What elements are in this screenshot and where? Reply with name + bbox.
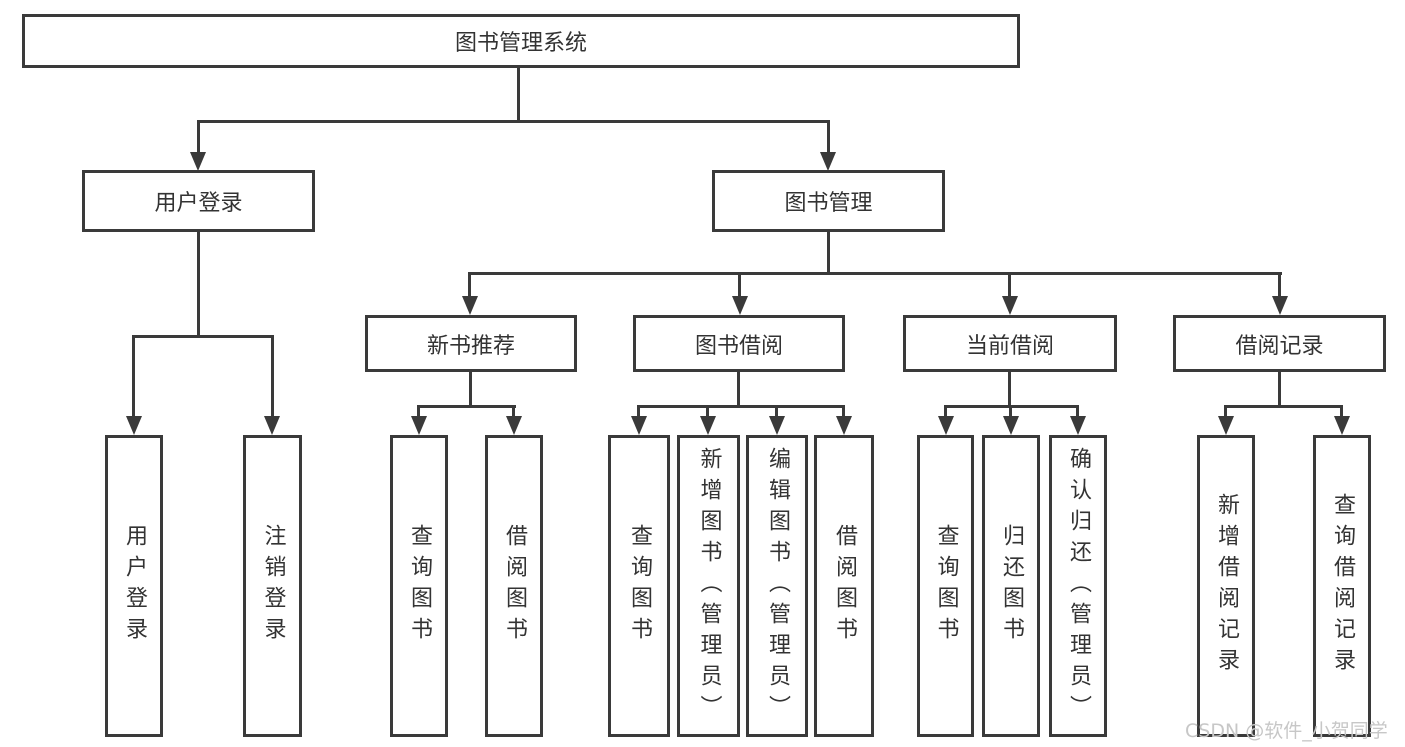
connector-line <box>197 120 200 154</box>
leaf-query-books-3: 查询图书 <box>917 435 974 737</box>
connector-line <box>1076 405 1079 418</box>
connector-line <box>738 272 741 298</box>
leaf-add-books-admin: 新增图书（管理员） <box>677 435 740 737</box>
leaf-borrow-books-1: 借阅图书 <box>485 435 543 737</box>
leaf-query-books-2: 查询图书 <box>608 435 670 737</box>
arrow-down-icon <box>462 296 478 315</box>
leaf-borrow-books-2-label: 借阅图书 <box>832 524 857 648</box>
leaf-user-login: 用户登录 <box>105 435 163 737</box>
leaf-query-books-1-label: 查询图书 <box>407 524 432 648</box>
connector-line <box>827 232 830 275</box>
arrow-down-icon <box>126 416 142 435</box>
leaf-return-books: 归还图书 <box>982 435 1040 737</box>
node-new-book-recommend-label: 新书推荐 <box>426 333 515 359</box>
connector-line <box>197 232 200 338</box>
leaf-add-books-admin-label: 新增图书（管理员） <box>696 446 722 726</box>
leaf-query-borrow-record-label: 查询借阅记录 <box>1330 493 1355 679</box>
arrow-down-icon <box>1334 416 1350 435</box>
connector-line <box>132 335 274 338</box>
arrow-down-icon <box>1272 296 1288 315</box>
arrow-down-icon <box>506 416 522 435</box>
arrow-down-icon <box>190 152 206 171</box>
connector-line <box>737 372 740 408</box>
arrow-down-icon <box>631 416 647 435</box>
node-borrow-records-label: 借阅记录 <box>1235 333 1324 359</box>
leaf-logout: 注销登录 <box>243 435 302 737</box>
connector-line <box>1008 272 1011 298</box>
connector-line <box>1008 372 1011 408</box>
leaf-query-books-3-label: 查询图书 <box>933 524 959 648</box>
connector-line <box>1224 405 1343 408</box>
connector-line <box>637 405 845 408</box>
arrow-down-icon <box>732 296 748 315</box>
leaf-query-books-1: 查询图书 <box>390 435 448 737</box>
connector-line <box>417 405 420 418</box>
connector-line <box>944 405 947 418</box>
leaf-return-books-label: 归还图书 <box>999 524 1024 648</box>
watermark: CSDN @软件_小贺同学 <box>1185 720 1388 742</box>
node-book-borrow: 图书借阅 <box>633 315 845 372</box>
connector-line <box>469 272 1282 275</box>
leaf-edit-books-admin: 编辑图书（管理员） <box>746 435 808 737</box>
node-user-login: 用户登录 <box>82 170 315 232</box>
node-user-login-label: 用户登录 <box>154 191 243 216</box>
node-book-management: 图书管理 <box>712 170 945 232</box>
connector-line <box>706 405 709 418</box>
connector-line <box>827 120 830 154</box>
leaf-query-borrow-record: 查询借阅记录 <box>1313 435 1371 737</box>
arrow-down-icon <box>938 416 954 435</box>
node-borrow-records: 借阅记录 <box>1173 315 1386 372</box>
arrow-down-icon <box>836 416 852 435</box>
leaf-query-books-2-label: 查询图书 <box>627 524 652 648</box>
connector-line <box>1340 405 1343 418</box>
node-current-borrow: 当前借阅 <box>903 315 1117 372</box>
connector-line <box>1278 272 1281 298</box>
leaf-confirm-return-admin: 确认归还（管理员） <box>1049 435 1107 737</box>
leaf-edit-books-admin-label: 编辑图书（管理员） <box>765 446 790 726</box>
arrow-down-icon <box>769 416 785 435</box>
leaf-logout-label: 注销登录 <box>260 524 286 648</box>
connector-line <box>1278 372 1281 408</box>
leaf-borrow-books-1-label: 借阅图书 <box>502 524 527 648</box>
node-book-borrow-label: 图书借阅 <box>694 333 783 359</box>
connector-line <box>197 120 830 123</box>
arrow-down-icon <box>1070 416 1086 435</box>
leaf-confirm-return-admin-label: 确认归还（管理员） <box>1066 446 1091 726</box>
connector-line <box>1224 405 1227 418</box>
connector-line <box>1009 405 1012 418</box>
arrow-down-icon <box>411 416 427 435</box>
connector-line <box>468 272 471 298</box>
node-new-book-recommend: 新书推荐 <box>365 315 577 372</box>
connector-line <box>469 372 472 408</box>
arrow-down-icon <box>264 416 280 435</box>
leaf-add-borrow-record-label: 新增借阅记录 <box>1214 493 1239 679</box>
connector-line <box>132 335 135 418</box>
arrow-down-icon <box>1218 416 1234 435</box>
arrow-down-icon <box>700 416 716 435</box>
connector-line <box>775 405 778 418</box>
connector-line <box>418 405 516 408</box>
node-book-management-label: 图书管理 <box>784 191 873 216</box>
connector-line <box>271 335 274 418</box>
node-current-borrow-label: 当前借阅 <box>965 333 1054 359</box>
connector-line <box>512 405 515 418</box>
leaf-borrow-books-2: 借阅图书 <box>814 435 874 737</box>
node-root-label: 图书管理系统 <box>454 31 587 56</box>
leaf-add-borrow-record: 新增借阅记录 <box>1197 435 1255 737</box>
connector-line <box>517 68 520 123</box>
node-root: 图书管理系统 <box>22 14 1020 68</box>
leaf-user-login-label: 用户登录 <box>122 524 147 648</box>
arrow-down-icon <box>1002 296 1018 315</box>
arrow-down-icon <box>820 152 836 171</box>
arrow-down-icon <box>1003 416 1019 435</box>
connector-line <box>842 405 845 418</box>
connector-line <box>637 405 640 418</box>
